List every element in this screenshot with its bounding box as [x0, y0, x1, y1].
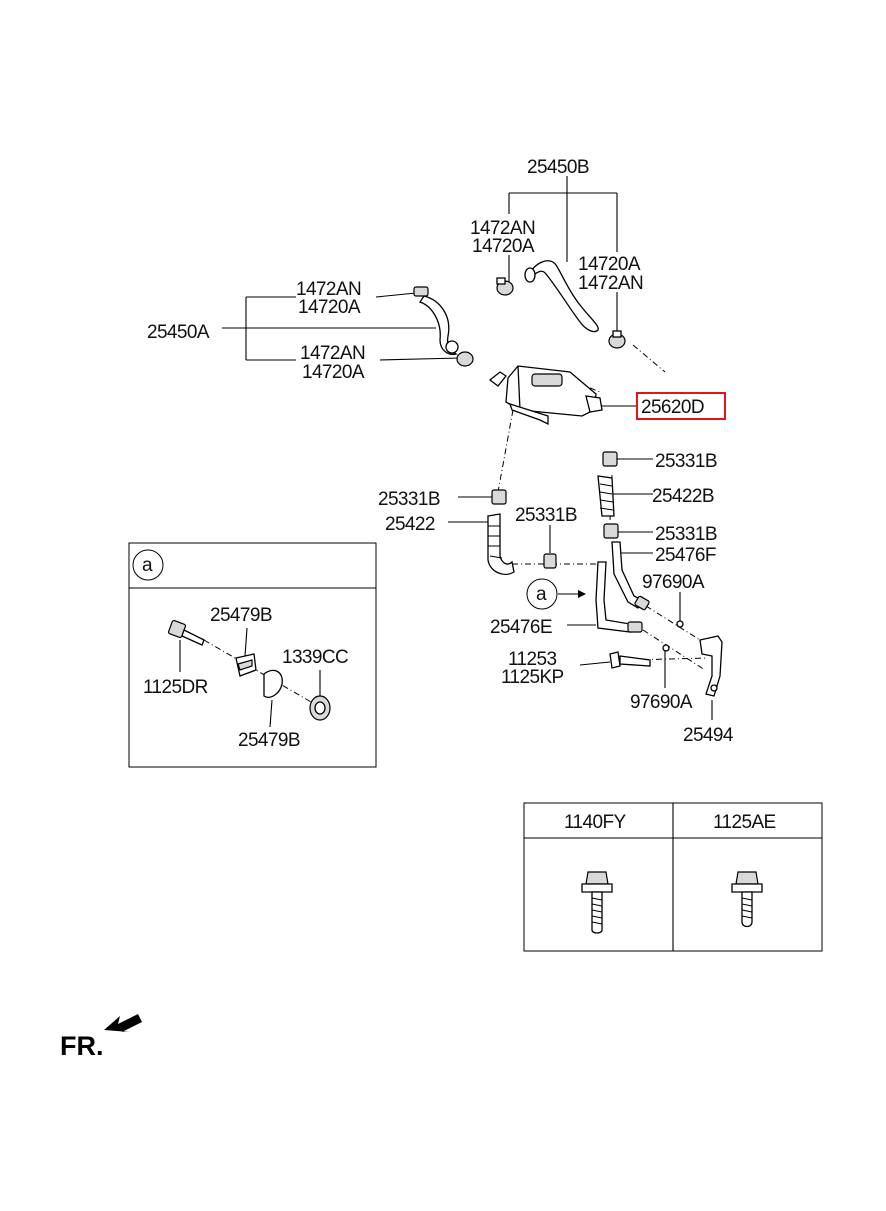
label-25479B-bottom: 25479B	[238, 730, 300, 751]
bracket-25494	[699, 635, 723, 697]
label-1472AN-top-right: 1472AN	[578, 273, 643, 294]
label-25450A: 25450A	[147, 322, 210, 343]
bolt-table: 1140FY 1125AE	[523, 802, 823, 952]
ref-circle-a	[526, 578, 558, 610]
detail-circle-a	[132, 549, 164, 581]
clamp-25331B-right-top	[602, 451, 618, 467]
clip-25479B-bottom	[263, 669, 283, 698]
front-label: FR.	[60, 1031, 104, 1061]
label-25331B-right-top: 25331B	[655, 451, 717, 472]
label-25494: 25494	[683, 725, 734, 746]
front-direction-marker: FR.	[60, 1014, 142, 1061]
grommet-97690A	[662, 620, 684, 652]
ref-label-a: a	[536, 584, 547, 605]
pipe-25476F	[611, 541, 650, 611]
label-25620D: 25620D	[641, 397, 704, 418]
clamp-25331B-right-bottom	[603, 523, 619, 539]
label-25422: 25422	[385, 514, 435, 535]
label-1472AN-mid-left: 1472AN	[296, 279, 361, 300]
bolt-table-col2-header: 1125AE	[713, 812, 776, 833]
label-25476E: 25476E	[490, 617, 552, 638]
clamp-25331B-left	[491, 489, 507, 505]
highlight-box-25620D	[636, 392, 726, 420]
clamp-top-right	[608, 330, 626, 349]
label-14720A-top-left: 14720A	[472, 236, 535, 257]
label-14720A-mid-left: 14720A	[298, 297, 361, 318]
bolt-table-col1-header: 1140FY	[564, 812, 626, 833]
label-97690A-bottom: 97690A	[630, 692, 693, 713]
leader-lines	[222, 176, 713, 720]
pcv-unit-25620D	[488, 365, 603, 426]
bolt-1140FY-icon	[581, 871, 613, 934]
clamp-mid-left	[413, 286, 429, 297]
pipe-25476E	[595, 561, 643, 633]
label-1125KP: 1125KP	[501, 667, 564, 688]
label-25331B-right-bottom: 25331B	[655, 524, 717, 545]
label-14720A-lower-left: 14720A	[302, 362, 365, 383]
label-1472AN-lower-left: 1472AN	[300, 343, 365, 364]
hose-25422B	[597, 475, 615, 517]
front-arrow-icon	[104, 1014, 142, 1032]
label-1472AN-top-left: 1472AN	[470, 218, 535, 239]
hose-25422	[487, 513, 515, 575]
label-25476F: 25476F	[655, 545, 716, 566]
label-1125DR: 1125DR	[143, 677, 208, 698]
main-labels: 25450B 1472AN 14720A 14720A 1472AN 1472A…	[147, 157, 734, 746]
label-25479B-top: 25479B	[210, 605, 272, 626]
label-25422B: 25422B	[652, 486, 714, 507]
label-1339CC: 1339CC	[282, 647, 348, 668]
clamp-25331B-center	[543, 553, 557, 569]
detail-circle-label: a	[142, 555, 153, 576]
clamp-lower-left	[456, 351, 474, 367]
hose-25450A	[418, 295, 459, 356]
bolt-1125DR	[167, 619, 205, 646]
label-11253: 11253	[508, 649, 556, 670]
label-97690A-top: 97690A	[642, 572, 705, 593]
detail-box-a: a 25479B 1339CC 1125DR 25479B	[128, 542, 377, 768]
bolt-1125AE-icon	[731, 871, 763, 928]
label-14720A-top-right: 14720A	[578, 254, 641, 275]
clip-25479B-top	[235, 653, 257, 677]
hose-25450B	[524, 260, 599, 333]
nut-1339CC	[309, 695, 331, 721]
label-25331B-left: 25331B	[378, 489, 440, 510]
label-25450B: 25450B	[527, 157, 589, 178]
clamp-top-left	[496, 277, 514, 296]
label-25331B-center: 25331B	[515, 505, 577, 526]
bolt-1125KP	[609, 651, 651, 669]
